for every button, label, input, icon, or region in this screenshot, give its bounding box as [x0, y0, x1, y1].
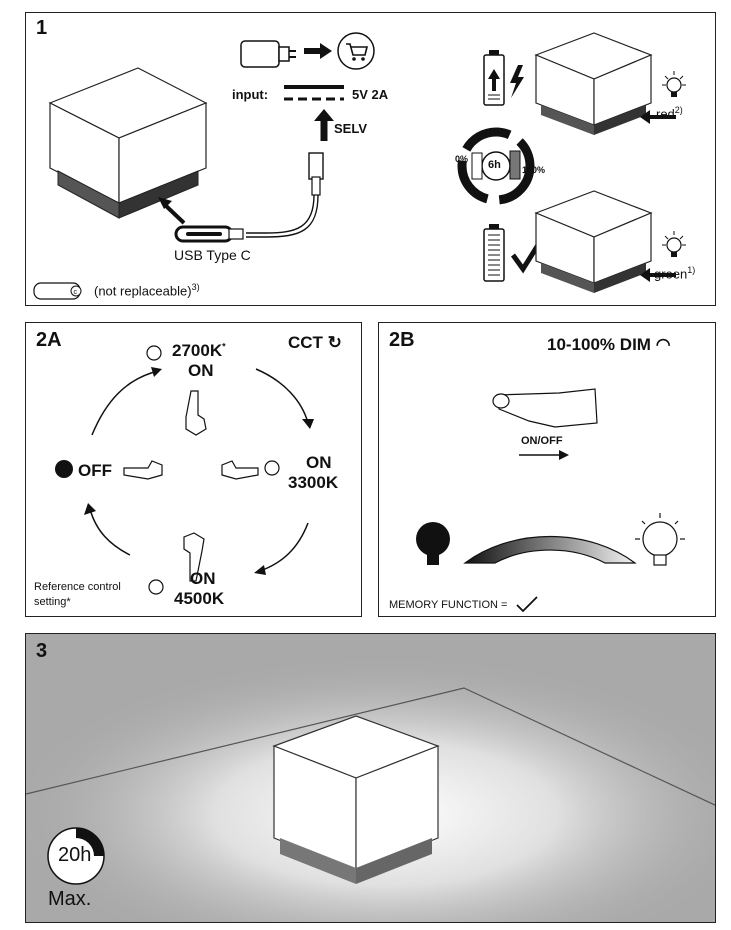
- arrow-to-usb-port: [162, 202, 186, 225]
- dim-label: 10-100% DIM ◠: [547, 335, 671, 355]
- light-bulb-on-icon: [635, 513, 685, 566]
- dim-arc-icon: ◠: [655, 335, 671, 354]
- state-top-star: *: [222, 341, 226, 352]
- panel-scene: 3 20h Max.: [25, 633, 716, 923]
- charge-time-label: 6h: [488, 159, 501, 171]
- checkmark-icon: [516, 596, 538, 613]
- state-top-temp-text: 2700K: [172, 341, 223, 360]
- charge-max-label: 100%: [522, 165, 546, 175]
- dimming-illustration: [416, 388, 685, 613]
- green-text: green: [654, 266, 688, 282]
- reference-line2: setting*: [34, 596, 71, 608]
- input-label: input:: [232, 87, 269, 102]
- svg-text:c: c: [74, 289, 78, 296]
- shopping-cart-icon: [337, 32, 375, 70]
- green-footnote: 1): [687, 265, 696, 275]
- reference-line1: Reference control: [34, 581, 121, 593]
- state-top-on: ON: [188, 361, 214, 380]
- runtime-dial-icon: [47, 827, 105, 885]
- charging-illustration: c: [33, 32, 686, 300]
- rotate-icon: ↻: [322, 333, 342, 352]
- cube-lamp-lit: [272, 715, 440, 884]
- light-bulb-off-icon: [55, 460, 73, 478]
- power-adapter-icon: [240, 40, 296, 68]
- hand-touch-icon: [123, 390, 259, 582]
- memory-function-label: MEMORY FUNCTION =: [389, 599, 508, 611]
- red-footnote: 2): [674, 105, 683, 115]
- state-bottom-temp: 4500K: [174, 589, 225, 608]
- dim-text: DIM: [619, 335, 651, 354]
- battery-note-text: (not replaceable): [94, 283, 192, 299]
- light-bulb-icon: [662, 231, 686, 257]
- battery-note: (not replaceable)3): [94, 282, 200, 298]
- panel-dimming: 2B 10-100% DIM ◠ ON/OFF MEMORY FUN: [378, 322, 716, 617]
- state-right-on: ON: [306, 453, 332, 472]
- cct-cycle-illustration: [55, 345, 314, 595]
- state-bottom-on: ON: [190, 569, 216, 588]
- battery-note-footnote: 3): [191, 282, 200, 292]
- panel-cct: 2A CCT ↻ 2700K* ON ON 3300K ON 4500K OFF…: [25, 322, 362, 617]
- battery-icon: c: [33, 282, 82, 300]
- cct-text: CCT: [288, 333, 323, 352]
- cct-label: CCT ↻: [288, 333, 342, 353]
- light-bulb-icon: [662, 71, 686, 97]
- charge-cycle-icon: [457, 127, 535, 205]
- light-bulb-off-icon: [416, 522, 450, 565]
- usb-type-label: USB Type C: [174, 247, 251, 263]
- cube-lamp-charged: [534, 190, 653, 293]
- state-left-off: OFF: [78, 461, 112, 480]
- charge-min-label: 0%: [455, 154, 469, 164]
- cube-lamp: [48, 67, 208, 219]
- panel-number: 2B: [389, 329, 415, 351]
- scene-illustration: [26, 634, 715, 922]
- hand-press-icon: [492, 388, 598, 428]
- input-value: 5V 2A: [352, 87, 389, 102]
- battery-full-icon: [483, 224, 505, 282]
- panel-number: 2A: [36, 329, 62, 351]
- green-indicator-label: green1): [654, 265, 695, 281]
- red-text: red: [656, 106, 675, 122]
- max-label: Max.: [48, 888, 92, 910]
- panel-number: 1: [36, 17, 48, 39]
- runtime-label: 20h: [58, 844, 92, 866]
- red-indicator-label: red2): [656, 105, 683, 121]
- lightning-icon: [510, 65, 524, 98]
- panel-charging: 1 c: [25, 12, 716, 306]
- light-bulb-icon: [146, 345, 280, 595]
- selv-label: SELV: [334, 121, 367, 136]
- state-right-temp: 3300K: [288, 473, 339, 492]
- panel-number: 3: [36, 640, 48, 662]
- cube-lamp-charging: [534, 32, 653, 135]
- state-top-temp: 2700K*: [172, 341, 226, 361]
- onoff-label: ON/OFF: [521, 435, 563, 447]
- dim-arc: [463, 535, 637, 564]
- battery-charging-icon: [483, 50, 505, 106]
- dim-range: 10-100%: [547, 335, 616, 354]
